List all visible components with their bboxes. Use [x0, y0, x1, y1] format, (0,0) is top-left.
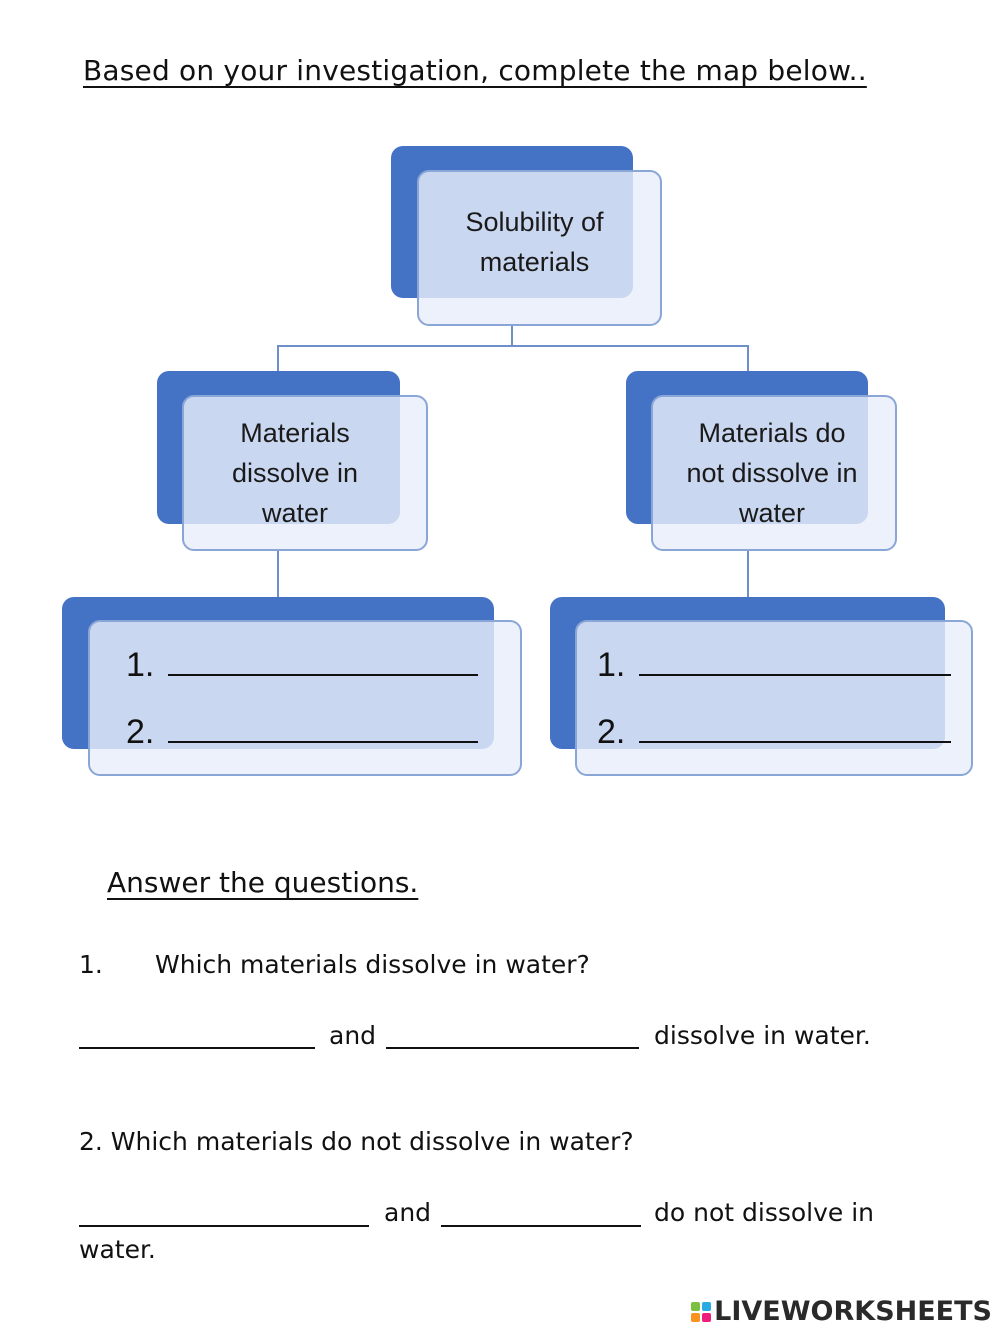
q2-tail-text: do not dissolve in — [654, 1198, 875, 1227]
right-answer-blank-1[interactable] — [639, 644, 952, 676]
root-node-line2: materials — [479, 247, 590, 277]
liveworksheets-logo: LIVEWORKSHEETS — [691, 1296, 992, 1327]
right-answer-blank-2[interactable] — [639, 711, 952, 743]
left-node: Materials dissolve in water — [182, 395, 428, 551]
questions-heading: Answer the questions. — [107, 866, 419, 899]
liveworksheets-logo-icon — [691, 1301, 712, 1322]
root-node-line1: Solubility of — [465, 207, 604, 237]
right-list-row-1: 1. — [597, 644, 952, 685]
left-answer-blank-1[interactable] — [168, 644, 479, 676]
right-node: Materials do not dissolve in water — [651, 395, 897, 551]
left-node-line1: Materials — [240, 418, 350, 448]
root-stem — [511, 324, 513, 346]
q2-and-label: and — [384, 1198, 432, 1227]
q1-tail-text: dissolve in water. — [654, 1021, 871, 1050]
right-list-box: 1. 2. — [575, 620, 973, 776]
q2-tail-text-2: water. — [79, 1235, 156, 1264]
right-node-line3: water — [738, 498, 805, 528]
q2-answer-blank-2[interactable] — [441, 1225, 641, 1227]
right-node-line1: Materials do — [698, 418, 846, 448]
q1-answer-blank-2[interactable] — [386, 1047, 639, 1049]
branch-horizontal — [277, 345, 749, 347]
right-node-line2: not dissolve in — [686, 458, 858, 488]
question-1-number: 1. — [79, 950, 103, 979]
q2-answer-blank-1[interactable] — [79, 1225, 369, 1227]
left-list-connector — [277, 549, 279, 599]
root-node: Solubility of materials — [417, 170, 662, 326]
question-1-text: Which materials dissolve in water? — [155, 950, 590, 979]
left-list-row-1: 1. — [126, 644, 479, 685]
left-list-row-2: 2. — [126, 711, 479, 752]
liveworksheets-logo-text: LIVEWORKSHEETS — [714, 1296, 992, 1327]
right-list-row-2: 2. — [597, 711, 952, 752]
left-node-line3: water — [261, 498, 329, 528]
left-list-number-1: 1. — [126, 646, 155, 684]
q1-answer-blank-1[interactable] — [79, 1047, 315, 1049]
worksheet-title: Based on your investigation, complete th… — [83, 54, 867, 87]
q1-and-label: and — [329, 1021, 377, 1050]
left-node-line2: dissolve in — [231, 458, 359, 488]
left-list-number-2: 2. — [126, 713, 155, 751]
right-list-connector — [747, 549, 749, 599]
question-2-text: 2. Which materials do not dissolve in wa… — [79, 1127, 634, 1156]
left-answer-blank-2[interactable] — [168, 711, 479, 743]
left-list-box: 1. 2. — [88, 620, 522, 776]
right-list-number-1: 1. — [597, 646, 626, 684]
right-list-number-2: 2. — [597, 713, 626, 751]
